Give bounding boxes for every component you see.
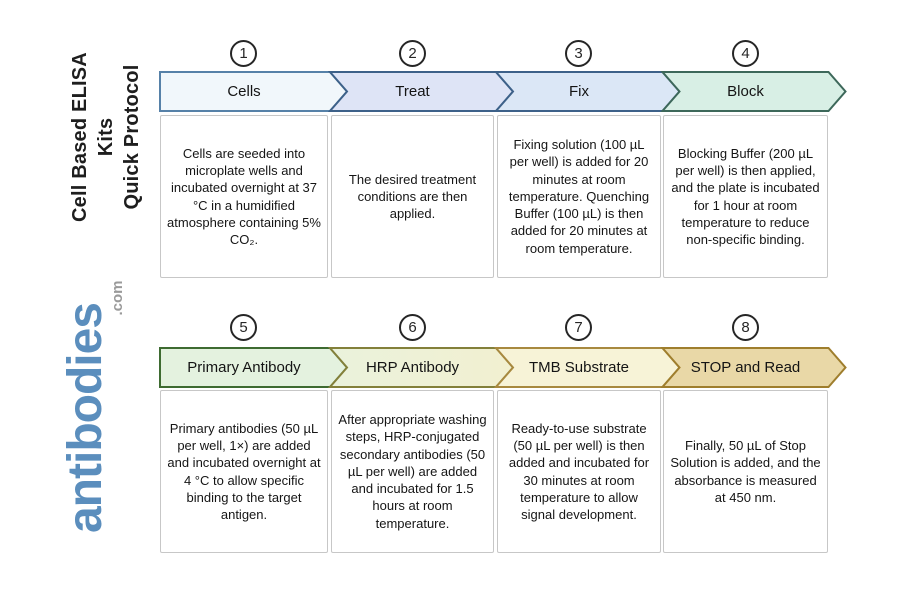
step-3-label: Fix	[569, 83, 589, 100]
step-6-number: 6	[408, 319, 417, 336]
step-8-number-badge: 8	[732, 314, 759, 341]
process-arrow-row-1	[159, 71, 847, 112]
page-title: Cell Based ELISA Kits Quick Protocol	[69, 32, 143, 242]
step-1-description: Cells are seeded into microplate wells a…	[167, 145, 321, 248]
step-5-number-badge: 5	[230, 314, 257, 341]
step-2-label: Treat	[395, 83, 430, 100]
step-1-number-badge: 1	[230, 40, 257, 67]
process-arrow-row-2	[159, 347, 847, 388]
brand-logo-domain-suffix: .com	[108, 280, 126, 316]
step-7-description: Ready-to-use substrate (50 µL per well) …	[508, 420, 650, 523]
step-8-number: 8	[741, 319, 750, 336]
step-5-description: Primary antibodies (50 µL per well, 1×) …	[167, 420, 321, 523]
step-1-number: 1	[239, 45, 248, 62]
step-6-label: HRP Antibody	[365, 359, 460, 376]
step-6-description-box: After appropriate washing steps, HRP-con…	[331, 390, 494, 553]
step-7-number: 7	[574, 319, 583, 336]
page-title-line2: Quick Protocol	[121, 64, 143, 210]
step-7-number-badge: 7	[565, 314, 592, 341]
step-7-description-box: Ready-to-use substrate (50 µL per well) …	[497, 390, 661, 553]
brand-logo: antibodies	[58, 302, 112, 534]
step-4-label: Block	[727, 83, 764, 100]
step-5-description-box: Primary antibodies (50 µL per well, 1×) …	[160, 390, 328, 553]
step-4-arrow	[660, 71, 847, 112]
step-8-description-box: Finally, 50 µL of Stop Solution is added…	[663, 390, 828, 553]
step-8-label: STOP and Read	[690, 359, 801, 376]
step-8-arrow	[660, 347, 847, 388]
step-4-description-box: Blocking Buffer (200 µL per well) is the…	[663, 115, 828, 278]
step-8-description: Finally, 50 µL of Stop Solution is added…	[670, 437, 821, 505]
step-6-number-badge: 6	[399, 314, 426, 341]
step-5-label: Primary Antibody	[187, 359, 301, 376]
step-1-description-box: Cells are seeded into microplate wells a…	[160, 115, 328, 278]
step-3-number-badge: 3	[565, 40, 592, 67]
step-1-label: Cells	[227, 83, 261, 100]
step-3-description: Fixing solution (100 µL per well) is add…	[508, 137, 650, 256]
page-title-line1: Cell Based ELISA Kits	[69, 52, 117, 222]
step-7-label: TMB Substrate	[528, 359, 630, 376]
step-2-number-badge: 2	[399, 40, 426, 67]
step-4-number: 4	[741, 45, 750, 62]
step-3-number: 3	[574, 45, 583, 62]
step-4-number-badge: 4	[732, 40, 759, 67]
step-2-description-box: The desired treatment conditions are the…	[331, 115, 494, 278]
step-6-description: After appropriate washing steps, HRP-con…	[338, 412, 487, 531]
step-2-description: The desired treatment conditions are the…	[348, 171, 477, 222]
step-4-description: Blocking Buffer (200 µL per well) is the…	[671, 145, 820, 248]
step-2-number: 2	[408, 45, 417, 62]
step-5-number: 5	[239, 319, 248, 336]
step-3-description-box: Fixing solution (100 µL per well) is add…	[497, 115, 661, 278]
